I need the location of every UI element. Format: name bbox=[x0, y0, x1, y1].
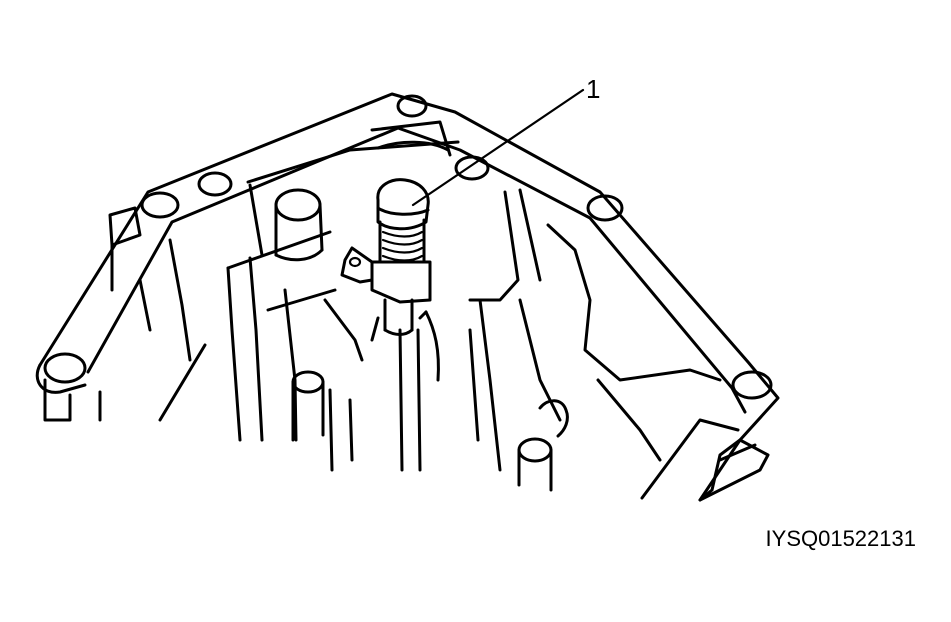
flange-bolt-holes bbox=[43, 94, 773, 400]
case-inner-walls bbox=[138, 120, 460, 472]
case-flange bbox=[35, 92, 780, 502]
case-right-section bbox=[468, 188, 770, 502]
figure-code: IYSQ01522131 bbox=[766, 526, 916, 551]
callout-leader-line bbox=[411, 88, 585, 207]
callout-number: 1 bbox=[586, 74, 600, 104]
lower-bosses bbox=[274, 188, 553, 492]
detent-plug-assembly bbox=[340, 178, 440, 472]
